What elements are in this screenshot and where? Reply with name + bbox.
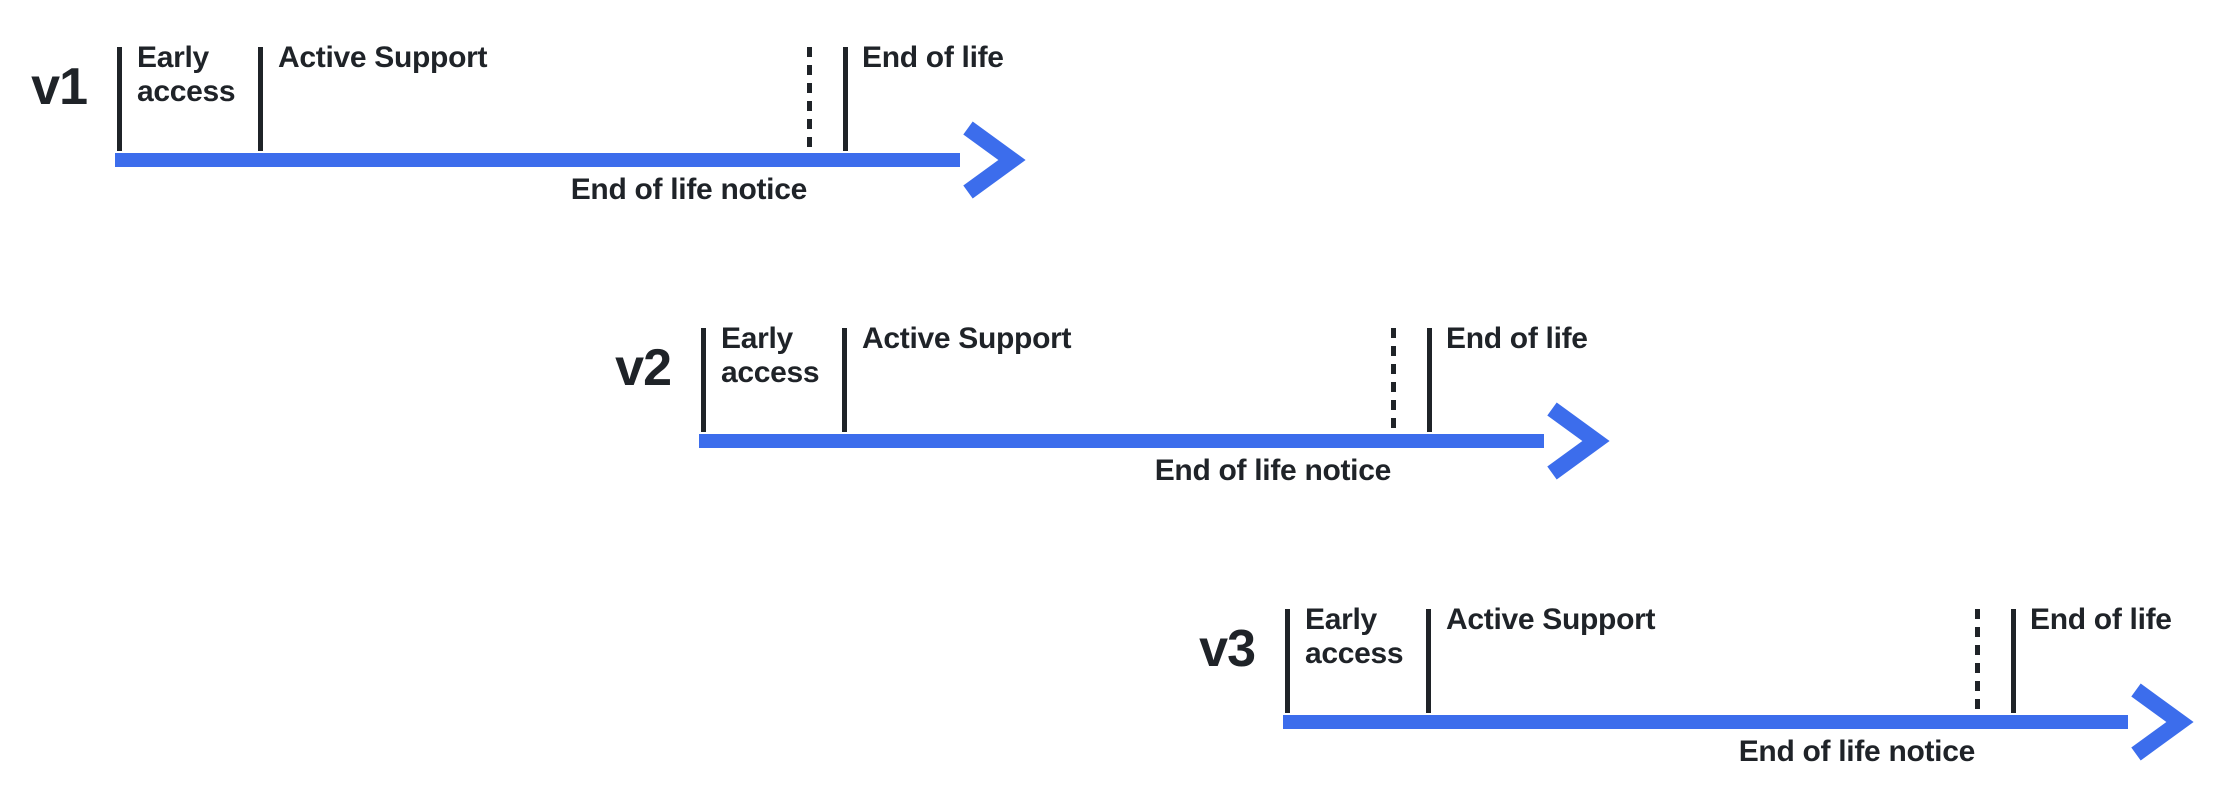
phase-label-active-support: Active Support [862, 322, 1072, 355]
eol-notice-dashed-line [807, 47, 812, 151]
eol-notice-label: End of life notice [570, 173, 808, 206]
version-label: v1 [31, 58, 88, 116]
phase-label-early-access: Early access [1305, 603, 1404, 670]
eol-notice-dashed-line [1975, 609, 1980, 713]
phase-label-active-support: Active Support [278, 41, 488, 74]
timeline-arrow-bar [699, 434, 1544, 448]
arrow-head-icon [963, 121, 1026, 199]
version-label: v2 [615, 339, 672, 397]
phase-label-end-of-life: End of life [1446, 322, 1588, 355]
phase-label-active-support: Active Support [1446, 603, 1656, 636]
timeline-arrow-bar [115, 153, 960, 167]
eol-notice-label: End of life notice [1154, 454, 1392, 487]
end-of-life-tick [1427, 328, 1432, 432]
early-access-tick [1285, 609, 1290, 713]
phase-label-end-of-life: End of life [862, 41, 1004, 74]
arrow-head-icon [1547, 402, 1610, 480]
eol-notice-dashed-line [1391, 328, 1396, 432]
active-support-tick [1426, 609, 1431, 713]
active-support-tick [842, 328, 847, 432]
eol-notice-label: End of life notice [1738, 735, 1976, 768]
arrow-head-icon [2131, 683, 2194, 761]
end-of-life-tick [843, 47, 848, 151]
version-label: v3 [1199, 620, 1256, 678]
phase-label-end-of-life: End of life [2030, 603, 2172, 636]
end-of-life-tick [2011, 609, 2016, 713]
active-support-tick [258, 47, 263, 151]
phase-label-early-access: Early access [721, 322, 820, 389]
early-access-tick [117, 47, 122, 151]
phase-label-early-access: Early access [137, 41, 236, 108]
early-access-tick [701, 328, 706, 432]
timeline-arrow-bar [1283, 715, 2128, 729]
